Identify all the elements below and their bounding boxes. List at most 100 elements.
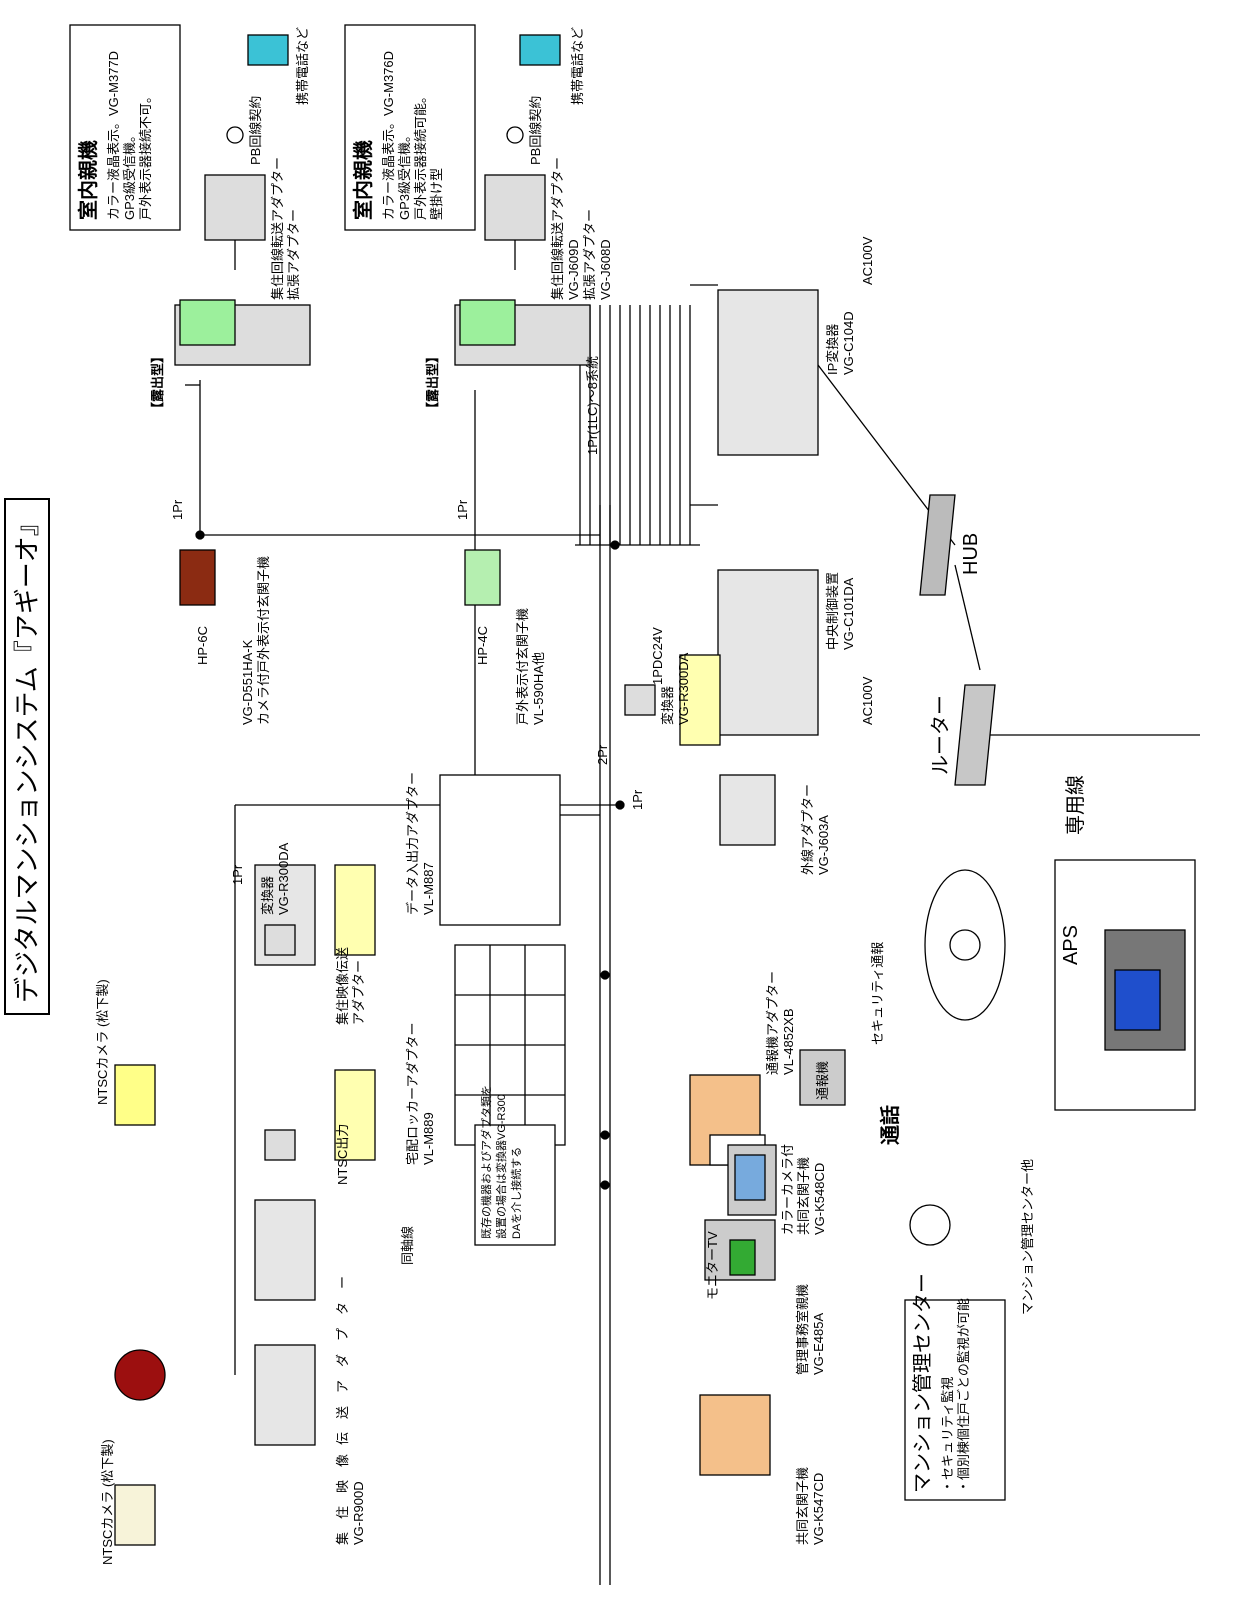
camera-label: NTSCカメラ (松下製) (100, 1439, 115, 1565)
coax-label: 同軸線 (400, 1225, 415, 1265)
callout-right-line: 壁掛け型 (429, 167, 444, 220)
camera-label: NTSCカメラ (松下製) (95, 979, 110, 1105)
ntsc-camera-2-icon (114, 1349, 166, 1401)
transfer-label-2b: VG-J609D (566, 239, 581, 300)
video-adapter-1 (254, 1344, 316, 1446)
entrance-label-2: 戸外表示付玄関子機 (515, 607, 530, 725)
video-adapter-label-c: 伝 送 ア ダ プ タ ー (335, 1275, 350, 1445)
router-label: ルーター (930, 695, 952, 775)
ac-label: AC100V (860, 676, 875, 725)
transfer-label-2c: 拡張アダプター (582, 208, 597, 300)
pb-line-icon-1 (226, 126, 244, 144)
data-io-label-b: VL-M887 (421, 862, 436, 915)
exposed-type-label-2: 【露出型】 (425, 349, 440, 415)
central-label: 中央制御装置 (825, 571, 840, 650)
video-adapter-2 (254, 1199, 316, 1301)
ntsc-out-label: NTSC出力 (335, 1123, 350, 1185)
converter-1 (264, 1129, 296, 1161)
pb-label-1: PB回線契約 (248, 95, 263, 165)
outside-adapter-label: 外線アダプター (800, 783, 815, 875)
callout-existing-box (474, 1124, 556, 1246)
callout-left-line: 戸外表示器接続不可。 (138, 89, 153, 220)
callout-right-line: カラー液晶表示。VG-M376D (381, 50, 396, 220)
mobile-icon-2 (519, 34, 561, 66)
pair-label: 1Pr (455, 499, 470, 520)
transfer-label-2d: VG-J608D (598, 239, 613, 300)
dc-label: 1PDC24V (650, 627, 665, 685)
talk-label: 通話 (880, 1105, 902, 1145)
pair-label: 1Pr (170, 499, 185, 520)
page-title: デジタルマンションシステム『アギーオ』 (12, 510, 42, 1003)
transfer-label-2: 集住回線転送アダプター (550, 156, 565, 300)
transfer-label-1: 集住回線転送アダプター (270, 156, 285, 300)
security-label: セキュリティ通報 (870, 941, 885, 1045)
central-label-b: VG-C101DA (841, 577, 856, 650)
locker-label: 宅配ロッカーアダプター (405, 1022, 420, 1165)
entrance-label-1b: カメラ付戸外表示付玄関子機 (256, 555, 271, 725)
telecom-ellipse (924, 869, 1006, 1021)
title-box: デジタルマンションシステム『アギーオ』 (4, 498, 50, 1015)
transfer-label-1b: 拡張アダプター (286, 208, 301, 300)
common-entrance-label: 共同玄関子機 (795, 1466, 810, 1545)
locker-label-b: VL-M889 (421, 1112, 436, 1165)
entrance-display-device (464, 549, 501, 606)
callout-right-line: 戸外表示器接続可能。 (413, 89, 428, 220)
pair-label: 2Pr (595, 744, 610, 765)
callout-left-box (69, 24, 181, 231)
converter-label: 変換器 (260, 875, 275, 915)
pair-label: 1Pr (230, 864, 245, 885)
mobile-label-1: 携帯電話など (295, 26, 310, 105)
alarm-adapter-label-b: VL-4852XB (781, 1008, 796, 1076)
ntsc-camera-1-icon (114, 1484, 156, 1546)
ip-switch-label: IP変換器 (825, 323, 840, 375)
router-box (954, 684, 996, 786)
callout-existing-line: DAを介し接続する (511, 1146, 523, 1239)
callout-center-box (904, 1299, 1006, 1501)
video-adapter-label-b: VG-R900D (351, 1481, 366, 1545)
callout-left-line: GP3級受信機。 (122, 128, 137, 220)
alarm-label: 通報機 (815, 1060, 830, 1100)
hub-box (919, 494, 956, 596)
monitor-tv-label: モニターTV (705, 1231, 720, 1300)
converter-label: 変換器 (660, 685, 675, 725)
trunk-bundle (579, 305, 691, 545)
central-controller-box (717, 569, 819, 736)
data-io-panel (439, 774, 561, 926)
mobile-icon-1 (247, 34, 289, 66)
cable-label: HP-4C (475, 625, 490, 665)
aps-label: APS (1060, 924, 1082, 965)
callout-right-heading: 室内親機 (353, 140, 375, 220)
exposed-type-label-1: 【露出型】 (150, 349, 165, 415)
ip-switch-label-b: VG-C104D (841, 311, 856, 375)
pb-label-2: PB回線契約 (528, 95, 543, 165)
alarm-unit (799, 1049, 846, 1106)
alarm-adapter (679, 654, 721, 746)
transfer-adapter-2 (484, 174, 546, 241)
color-camera-label: カラーカメラ付 (780, 1143, 795, 1235)
entrance-camera-device (179, 549, 216, 606)
common-entrance-unit (699, 1394, 771, 1476)
callout-right-box (344, 24, 476, 231)
office-label-b: VG-E485A (811, 1312, 826, 1375)
common-entrance-label-b: VG-K547CD (811, 1472, 826, 1545)
pb-line-icon-2 (506, 126, 524, 144)
office-label: 管理事務室親機 (795, 1283, 810, 1375)
mgmt-center-label: マンション管理センター他 (1020, 1158, 1035, 1315)
color-camera-label-b: 共同玄関子機 (796, 1156, 811, 1235)
callout-left-heading: 室内親機 (78, 140, 100, 220)
ntsc-camera-3-icon (114, 1064, 156, 1126)
callout-existing-line: 設置の場合は変換器VG-R300 (496, 1094, 508, 1239)
trunk-label: 1Pr(1LC)～8系統 (585, 356, 600, 455)
ac-label: AC100V (860, 236, 875, 285)
callout-center-line: ・個別棟個住戸ごとの監視が可能 (956, 1298, 971, 1493)
callout-center-line: ・セキュリティ監視 (940, 1376, 955, 1493)
video-adapter-label: 集住映像伝送 (335, 946, 350, 1025)
video-adapter-label: 集 住 映 像 (335, 1453, 350, 1545)
converter-label-b: VG-R300DA (276, 842, 291, 915)
ip-switch-box (717, 289, 819, 456)
callout-center-heading: マンション管理センター (912, 1273, 934, 1493)
mobile-label-2: 携帯電話など (570, 26, 585, 105)
converter-label-b: VG-R300DA (676, 652, 691, 725)
